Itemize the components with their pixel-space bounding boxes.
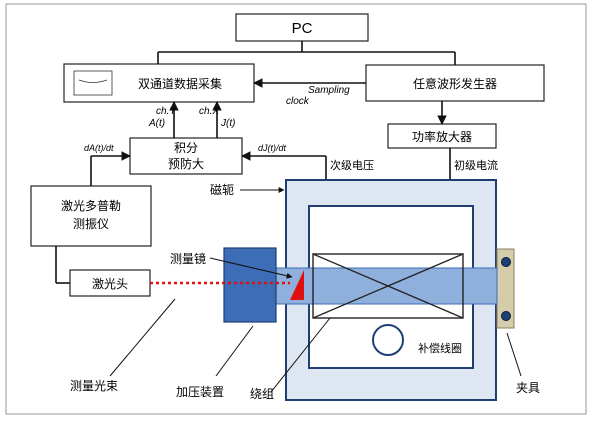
figure-border [5,3,587,415]
pressing-device [223,247,277,323]
a-t-label: A(t) [148,118,165,129]
amplifier-box: 功率放大器 [387,123,497,149]
scope-screen-icon [73,70,113,96]
beam-label: 测量光束 [70,379,118,393]
signal-labels: Sampling clock ch.Y ch.X A(t) J(t) dA(t)… [84,85,350,153]
component-labels: 次级电压 初级电流 磁轭 测量镜 测量光束 加压装置 绕组 夹具 [70,158,540,401]
pc-box: PC [235,13,369,42]
pc-label: PC [292,20,313,37]
signal-generator-box: 任意波形发生器 [365,64,545,102]
clamp-bolt-top [501,257,511,267]
vibrometer-label-2: 测振仪 [73,217,109,231]
laser-head-box: 激光头 [69,269,151,297]
integrator-box: 积分 预防大 [129,137,243,175]
j-t-label: J(t) [220,118,235,129]
clamp-label: 夹具 [516,381,540,395]
daq-label: 双通道数据采集 [138,76,222,91]
sampling-clock-label-2: clock [286,96,310,107]
signal-generator-label: 任意波形发生器 [413,76,497,91]
yoke-assembly: 补偿线圈 [223,179,515,401]
mirror-label: 测量镜 [170,251,206,266]
clamp-bolt-bottom [501,311,511,321]
laser-head-label: 激光头 [92,277,128,291]
da-dt-label: dA(t)/dt [84,143,114,153]
integrator-label-1: 积分 [174,141,198,155]
ch-x-label: ch.X [199,106,219,117]
winding-coil [312,253,464,319]
vibrometer-box: 激光多普勒 测振仪 [30,185,152,247]
primary-current-label: 初级电流 [454,158,498,172]
compensation-coil-label: 补偿线圈 [418,341,462,355]
ch-y-label: ch.Y [156,106,177,117]
vibrometer-label-1: 激光多普勒 [61,199,121,213]
sampling-clock-label-1: Sampling [308,85,350,96]
compensation-coil-symbol [372,324,404,356]
measuring-mirror [290,270,304,300]
integrator-label-2: 预防大 [168,156,204,171]
daq-box: 双通道数据采集 [63,63,255,103]
annotation-leaders [109,187,522,393]
winding-label: 绕组 [250,387,274,401]
press-label: 加压装置 [176,385,224,399]
yoke-label: 磁轭 [210,182,234,197]
dj-dt-label: dJ(t)/dt [258,143,287,153]
secondary-voltage-label: 次级电压 [330,158,374,172]
amplifier-label: 功率放大器 [412,129,472,144]
